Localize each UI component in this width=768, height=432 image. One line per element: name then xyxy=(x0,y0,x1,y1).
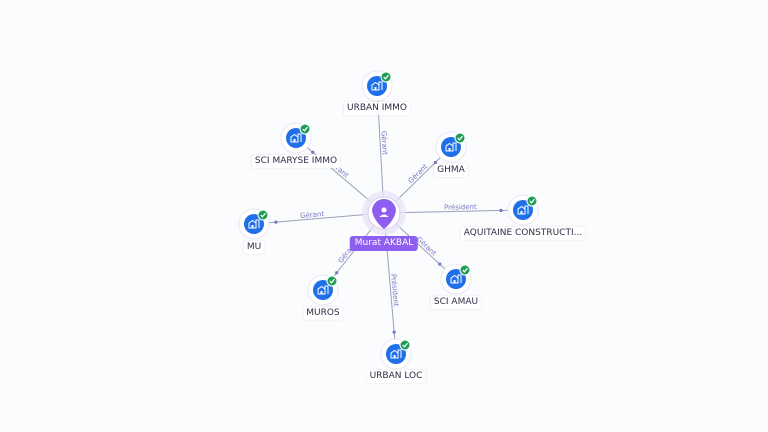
check-icon xyxy=(526,195,538,207)
edge-label-ghma: Gérant xyxy=(407,162,430,185)
company-node-circle xyxy=(446,269,466,289)
company-label-sci-maryse-immo[interactable]: SCI MARYSE IMMO xyxy=(251,155,341,168)
edge-arrow-muros xyxy=(335,271,339,275)
edge-label-urban-immo: Gérant xyxy=(379,131,388,156)
company-label-ghma[interactable]: GHMA xyxy=(434,164,468,177)
check-icon xyxy=(299,123,311,135)
edge-arrow-sci-maryse-immo xyxy=(311,150,315,154)
company-node-circle xyxy=(441,137,461,157)
edge-arrow-sci-amau xyxy=(438,262,442,266)
company-node-circle xyxy=(244,214,264,234)
person-node[interactable] xyxy=(362,191,406,235)
check-icon xyxy=(326,275,338,287)
company-label-mu[interactable]: MU xyxy=(243,241,265,254)
edge-label-aquitaine-constructi: Président xyxy=(444,203,477,212)
check-icon xyxy=(459,264,471,276)
person-pin xyxy=(372,199,396,229)
company-node-circle xyxy=(286,128,306,148)
edge-label-sci-amau: Gérant xyxy=(415,235,438,257)
building-icon xyxy=(445,142,457,152)
company-label-aquitaine-constructi[interactable]: AQUITAINE CONSTRUCTI... xyxy=(460,227,586,240)
building-icon xyxy=(450,274,462,284)
edge-label-mu: Gérant xyxy=(300,210,325,220)
nodes-layer xyxy=(238,70,539,370)
edge-label-urban-loc: Président xyxy=(389,274,400,307)
company-node-urban-immo[interactable] xyxy=(361,70,393,102)
company-node-mu[interactable] xyxy=(238,208,270,240)
building-icon xyxy=(390,349,402,359)
edge-arrow-mu xyxy=(274,220,278,224)
edge-arrow-aquitaine-constructi xyxy=(499,208,503,213)
company-node-urban-loc[interactable] xyxy=(380,338,412,370)
check-icon xyxy=(454,132,466,144)
company-node-circle xyxy=(513,200,533,220)
person-icon xyxy=(379,207,389,217)
company-label-muros[interactable]: MUROS xyxy=(303,307,343,320)
edge-arrow-urban-loc xyxy=(392,330,396,334)
company-node-ghma[interactable] xyxy=(435,131,467,163)
company-label-urban-immo[interactable]: URBAN IMMO xyxy=(343,102,411,115)
company-node-muros[interactable] xyxy=(307,274,339,306)
building-icon xyxy=(371,81,383,91)
building-icon xyxy=(290,133,302,143)
company-label-sci-amau[interactable]: SCI AMAU xyxy=(430,296,482,309)
check-icon xyxy=(380,71,392,83)
building-icon xyxy=(317,285,329,295)
person-label[interactable]: Murat AKBAL xyxy=(349,236,419,251)
check-icon xyxy=(399,339,411,351)
building-icon xyxy=(517,205,529,215)
company-label-urban-loc[interactable]: URBAN LOC xyxy=(366,370,426,383)
edge-arrow-ghma xyxy=(433,160,437,165)
company-node-circle xyxy=(386,344,406,364)
company-node-circle xyxy=(367,76,387,96)
company-node-sci-maryse-immo[interactable] xyxy=(280,122,312,154)
company-node-circle xyxy=(313,280,333,300)
building-icon xyxy=(248,219,260,229)
company-node-aquitaine-constructi[interactable] xyxy=(507,194,539,226)
company-node-sci-amau[interactable] xyxy=(440,263,472,295)
check-icon xyxy=(257,209,269,221)
